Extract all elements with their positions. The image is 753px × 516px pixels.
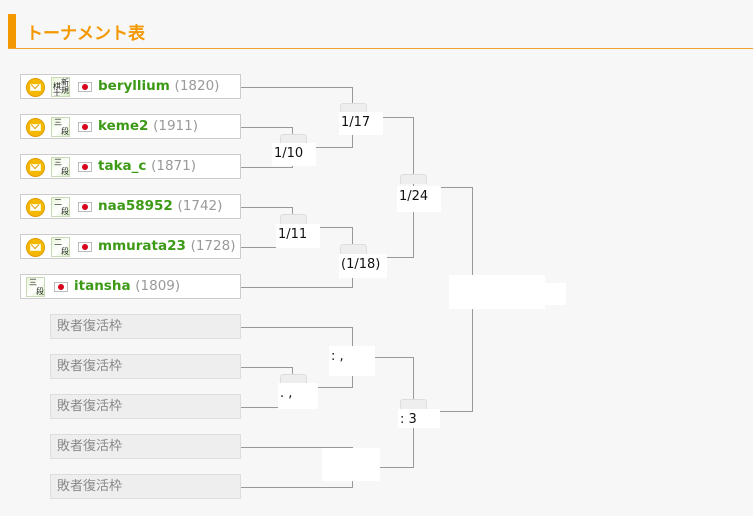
japan-flag-icon (78, 202, 92, 212)
match-tab (280, 134, 307, 144)
player-rating: (1809) (135, 278, 181, 294)
player-slot-mmurata23[interactable]: 二 段 mmurata23 (1728) (20, 234, 241, 259)
mail-icon[interactable] (26, 118, 45, 137)
japan-flag-icon (54, 282, 68, 292)
rank-badge-icon: 二 段 (51, 237, 70, 257)
bye-slot: 敗者復活枠 (50, 314, 241, 339)
bye-slot: 敗者復活枠 (50, 354, 241, 379)
player-rating: (1871) (151, 158, 196, 174)
match-label-1-18[interactable]: (1/18) (339, 254, 387, 278)
bye-slot: 敗者復活枠 (50, 474, 241, 499)
section-header: トーナメント表 (8, 14, 753, 49)
match-label-lower-b[interactable]: . , (278, 383, 318, 409)
rank-badge-icon: 三 段 (51, 117, 70, 137)
player-rating: (1728) (190, 238, 236, 254)
match-tab (340, 244, 367, 254)
mail-icon[interactable] (26, 198, 45, 217)
final-match-label (545, 283, 566, 305)
player-name-link[interactable]: taka_c (1871) (98, 158, 196, 174)
player-name-link[interactable]: mmurata23 (1728) (98, 238, 236, 254)
final-match-label (449, 275, 545, 309)
match-label-blank (322, 448, 380, 481)
match-tab (280, 374, 307, 384)
japan-flag-icon (78, 122, 92, 132)
japan-flag-icon (78, 82, 92, 92)
match-label-lower-a[interactable]: : , (329, 346, 375, 376)
rank-badge-icon: 二 段 (51, 197, 70, 217)
match-label-1-24[interactable]: 1/24 (397, 186, 441, 212)
player-slot-keme2[interactable]: 三 段 keme2 (1911) (20, 114, 241, 139)
match-tab (280, 214, 307, 224)
rank-badge-icon: 三 段 (51, 157, 70, 177)
match-label-1-11[interactable]: 1/11 (276, 224, 320, 248)
mail-icon[interactable] (26, 158, 45, 177)
bye-slot: 敗者復活枠 (50, 434, 241, 459)
match-label-1-17[interactable]: 1/17 (339, 112, 383, 135)
rank-badge-icon: 新 規 棋 士 (51, 77, 70, 97)
japan-flag-icon (78, 242, 92, 252)
player-slot-itansha[interactable]: 三 段 itansha (1809) (20, 274, 241, 299)
player-slot-taka_c[interactable]: 三 段 taka_c (1871) (20, 154, 241, 179)
player-rating: (1742) (177, 198, 223, 214)
match-tab (400, 399, 427, 409)
player-name-link[interactable]: beryllium (1820) (98, 78, 220, 94)
player-rating: (1820) (174, 78, 220, 94)
mail-icon[interactable] (26, 238, 45, 257)
player-slot-naa58952[interactable]: 二 段 naa58952 (1742) (20, 194, 241, 219)
page-title: トーナメント表 (26, 24, 145, 44)
player-name-link[interactable]: itansha (1809) (74, 278, 181, 294)
japan-flag-icon (78, 162, 92, 172)
player-rating: (1911) (153, 118, 198, 134)
player-name-link[interactable]: keme2 (1911) (98, 118, 198, 134)
player-slot-beryllium[interactable]: 新 規 棋 士 beryllium (1820) (20, 74, 241, 99)
player-name-link[interactable]: naa58952 (1742) (98, 198, 223, 214)
match-label-lower-c[interactable]: : 3 (398, 409, 440, 428)
match-label-1-10[interactable]: 1/10 (272, 143, 316, 166)
match-tab (340, 103, 367, 113)
match-tab (400, 174, 427, 184)
bye-slot: 敗者復活枠 (50, 394, 241, 419)
mail-icon[interactable] (26, 78, 45, 97)
header-accent-bar (8, 14, 16, 48)
rank-badge-icon: 三 段 (26, 277, 45, 297)
